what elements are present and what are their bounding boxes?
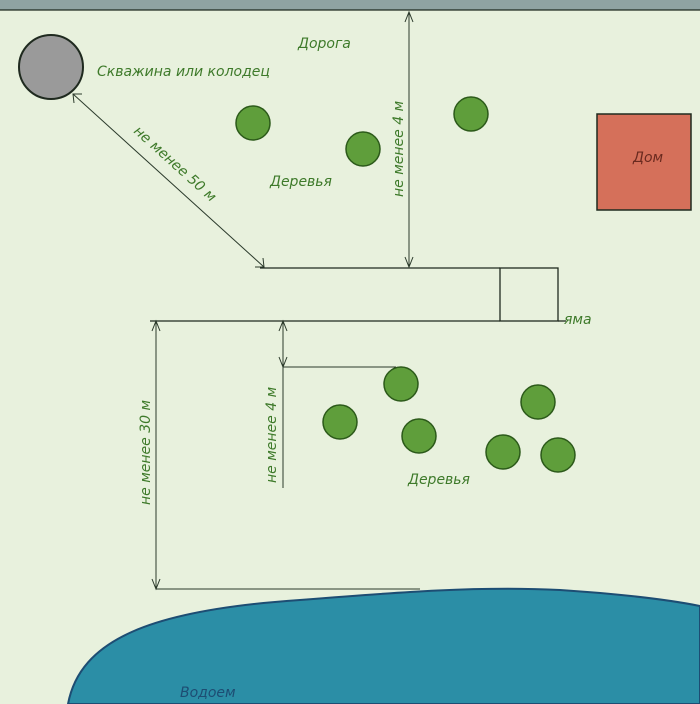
label-trees-bottom: Деревья	[407, 472, 470, 488]
dim-trees-arrow-b	[278, 356, 288, 369]
dim-well-arrow-a	[72, 93, 82, 104]
label-dist-road: не менее 4 м	[391, 100, 407, 197]
label-house: Дом	[632, 150, 664, 166]
label-pit: яма	[564, 312, 592, 328]
tree	[235, 105, 271, 141]
dim-water-arrow-a	[151, 319, 161, 332]
house-shape	[596, 113, 692, 211]
label-dist-well: не менее 50 м	[130, 123, 219, 205]
tree	[540, 437, 576, 473]
pit-box	[499, 267, 559, 322]
water-body	[66, 587, 700, 704]
tree	[322, 404, 358, 440]
dim-well-arrow-b	[255, 257, 265, 268]
tree	[453, 96, 489, 132]
dim-well-line	[72, 93, 265, 268]
well-shape	[18, 34, 84, 100]
dim-road-arrow-b	[404, 256, 414, 269]
label-dist-water: не менее 30 м	[138, 400, 154, 505]
label-water: Водоем	[180, 685, 236, 701]
dim-trees-arrow-a	[278, 319, 288, 332]
label-dist-trees: не менее 4 м	[264, 386, 280, 483]
label-trees-top: Деревья	[269, 174, 332, 190]
label-well: Скважина или колодец	[97, 64, 270, 80]
tree	[485, 434, 521, 470]
road-strip	[0, 0, 700, 10]
dim-water-arrow-b	[151, 578, 161, 591]
dim-road-arrow-a	[404, 10, 414, 23]
tree	[345, 131, 381, 167]
tree	[383, 366, 419, 402]
label-road: Дорога	[297, 36, 351, 52]
tree	[520, 384, 556, 420]
tree	[401, 418, 437, 454]
